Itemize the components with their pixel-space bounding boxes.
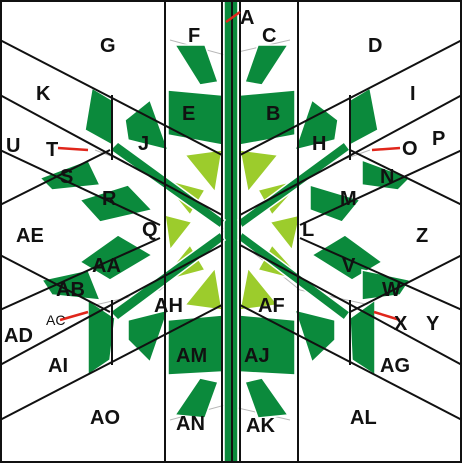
dark-green-pieces [38,0,412,463]
piece-labels: A C F G D K I E B U T J H O P S N R M AE… [4,7,445,437]
label-z: Z [416,225,428,247]
label-ae: AE [16,225,44,247]
label-r: R [102,188,117,210]
label-x: X [394,313,408,335]
label-al: AL [350,407,377,429]
label-a: A [240,7,254,29]
marker-a [225,10,241,24]
label-c: C [262,25,276,47]
label-d: D [368,35,382,57]
label-t: T [46,139,58,161]
label-an: AN [176,413,205,435]
label-ad: AD [4,325,33,347]
label-j: J [138,133,149,155]
label-ag: AG [380,355,410,377]
label-af: AF [258,295,285,317]
label-n: N [380,166,394,188]
label-l: L [302,219,314,241]
label-h: H [312,133,326,155]
label-aa: AA [92,255,121,277]
marker-x [373,310,401,322]
label-f: F [188,25,200,47]
label-b: B [266,103,280,125]
label-aj: AJ [244,345,270,367]
label-w: W [382,279,401,301]
label-ab: AB [56,279,85,301]
label-ai: AI [48,355,68,377]
label-ao: AO [90,407,120,429]
label-e: E [182,103,195,125]
label-ak: AK [246,415,275,437]
marker-ac [59,310,89,322]
label-y: Y [426,313,440,335]
label-i: I [410,83,416,105]
label-ah: AH [154,295,183,317]
label-k: K [36,83,51,105]
label-u: U [6,135,20,157]
label-v: V [342,255,356,277]
label-s: S [60,166,73,188]
alignment-markers [57,10,401,322]
label-g: G [100,35,116,57]
marker-o [371,146,401,152]
label-q: Q [142,219,158,241]
marker-t [57,146,89,152]
label-ac: AC [46,312,65,328]
label-am: AM [176,345,207,367]
label-p: P [432,128,445,150]
label-o: O [402,138,418,160]
label-m: M [340,188,357,210]
